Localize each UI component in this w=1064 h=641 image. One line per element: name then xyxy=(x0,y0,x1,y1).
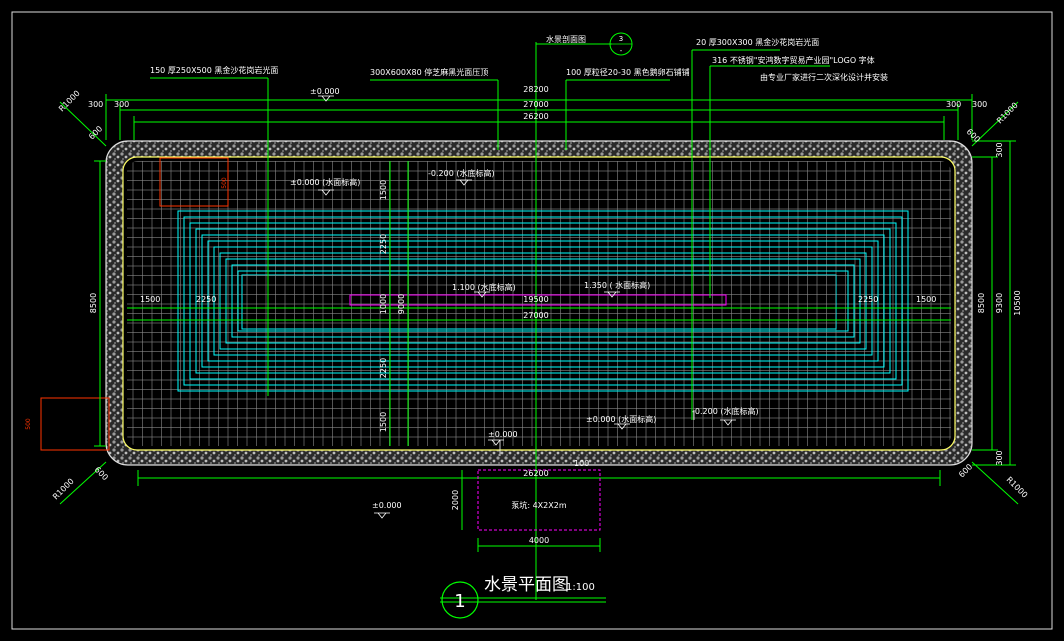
chamfer-tr: 600 xyxy=(965,127,982,144)
level-bed-b: -0.200 (水底标高) xyxy=(692,406,759,416)
dim-bottom-26200: 26200 xyxy=(523,469,548,478)
section-sub: - xyxy=(620,47,623,55)
leader-lines xyxy=(499,410,695,456)
dim-pump-height: 2000 xyxy=(451,490,460,510)
dim-left-total: 8500 xyxy=(89,293,98,313)
level-outside: ±0.000 xyxy=(372,501,402,510)
radius-br: R1000 xyxy=(1005,475,1030,500)
dim-right-2250: 2250 xyxy=(858,295,878,304)
level-top: ±0.000 xyxy=(310,87,340,96)
dim-top-overall: 28200 xyxy=(523,85,548,94)
dim-v-1500-bot: 1500 xyxy=(379,412,388,432)
dim-right-outer: 8500 xyxy=(977,293,986,313)
dim-right-inner: 9300 xyxy=(995,293,1004,313)
dim-center-27000: 27000 xyxy=(523,311,548,320)
radius-tl: R1000 xyxy=(57,89,82,114)
drawing-number: 1 xyxy=(454,591,465,612)
pump-pit xyxy=(477,469,601,531)
callout-sesame-coping: 300X600X80 停芝麻黑光面压顶 xyxy=(370,67,488,77)
drawing-title: 水景平面图 xyxy=(484,575,569,595)
radius-tr: R1000 xyxy=(995,101,1020,126)
section-number: 3 xyxy=(619,35,623,43)
dim-v-2250-top: 2250 xyxy=(379,234,388,254)
pump-label: 泵坑: 4X2X2m xyxy=(511,500,566,510)
dim-edge-left-b: 300 xyxy=(114,100,129,109)
radius-bl: R1000 xyxy=(51,477,76,502)
tile-dim-2: 500 xyxy=(25,418,32,430)
tile-detail-bottom xyxy=(40,397,110,451)
dim-v-1000: 1000 xyxy=(379,294,388,314)
level-bottom: ±0.000 xyxy=(488,430,518,439)
title-circle xyxy=(441,581,479,619)
level-water-c: 1.350 ( 水面标高) xyxy=(584,280,650,290)
callout-granite-coping: 150 厚250X500 黑金沙花岗岩光面 xyxy=(150,65,278,75)
callout-logo: 316 不锈钢"安鸿数字贸易产业园"LOGO 字体 xyxy=(712,55,875,65)
level-bed-c: 1.100 (水底标高) xyxy=(452,282,516,292)
level-markers xyxy=(318,95,736,519)
dim-left-1500: 1500 xyxy=(140,295,160,304)
chamfer-tl: 600 xyxy=(87,124,104,141)
callout-granite-floor: 20 厚300X300 黑金沙花岗岩光面 xyxy=(696,37,819,47)
level-bed-a: -0.200 (水底标高) xyxy=(428,168,495,178)
dim-v-9000: 9000 xyxy=(397,294,406,314)
section-ref-label: 水景剖面图 xyxy=(546,34,586,44)
dim-edge-right-b: 300 xyxy=(972,100,987,109)
dim-top-mid: 27000 xyxy=(523,100,548,109)
dim-right-1500: 1500 xyxy=(916,295,936,304)
dim-right-top: 300 xyxy=(995,142,1004,157)
dim-v-2250-bot: 2250 xyxy=(379,358,388,378)
dim-bottom-100: 100 xyxy=(574,459,589,468)
dim-top-inner: 26200 xyxy=(523,112,548,121)
logo-strip xyxy=(349,294,727,306)
drawing-scale: 1:100 xyxy=(566,582,595,593)
tile-dim-1: 500 xyxy=(221,177,228,189)
dimension-lines xyxy=(59,42,1019,603)
dim-v-1500-top: 1500 xyxy=(379,180,388,200)
level-water-a: ±0.000 (水面标高) xyxy=(290,177,360,187)
level-water-b: ±0.000 (水面标高) xyxy=(586,414,656,424)
stepped-pool-outlines xyxy=(177,210,909,392)
dim-right-bottom: 300 xyxy=(995,450,1004,465)
callout-pebble: 100 厚粒径20-30 黑色鹅卵石铺铺 xyxy=(566,67,690,77)
dim-pump-width: 4000 xyxy=(529,536,549,545)
dim-right-total: 10500 xyxy=(1013,290,1022,315)
dim-left-2250: 2250 xyxy=(196,295,216,304)
dim-edge-right: 300 xyxy=(946,100,961,109)
dim-edge-left: 300 xyxy=(88,100,103,109)
dim-center-19500: 19500 xyxy=(523,295,548,304)
callout-logo-note: 由专业厂家进行二次深化设计并安装 xyxy=(760,72,888,82)
chamfer-bl: 600 xyxy=(93,465,110,482)
drawing-frame xyxy=(11,11,1053,630)
chamfer-br: 600 xyxy=(957,462,974,479)
tile-detail-top xyxy=(159,157,229,207)
